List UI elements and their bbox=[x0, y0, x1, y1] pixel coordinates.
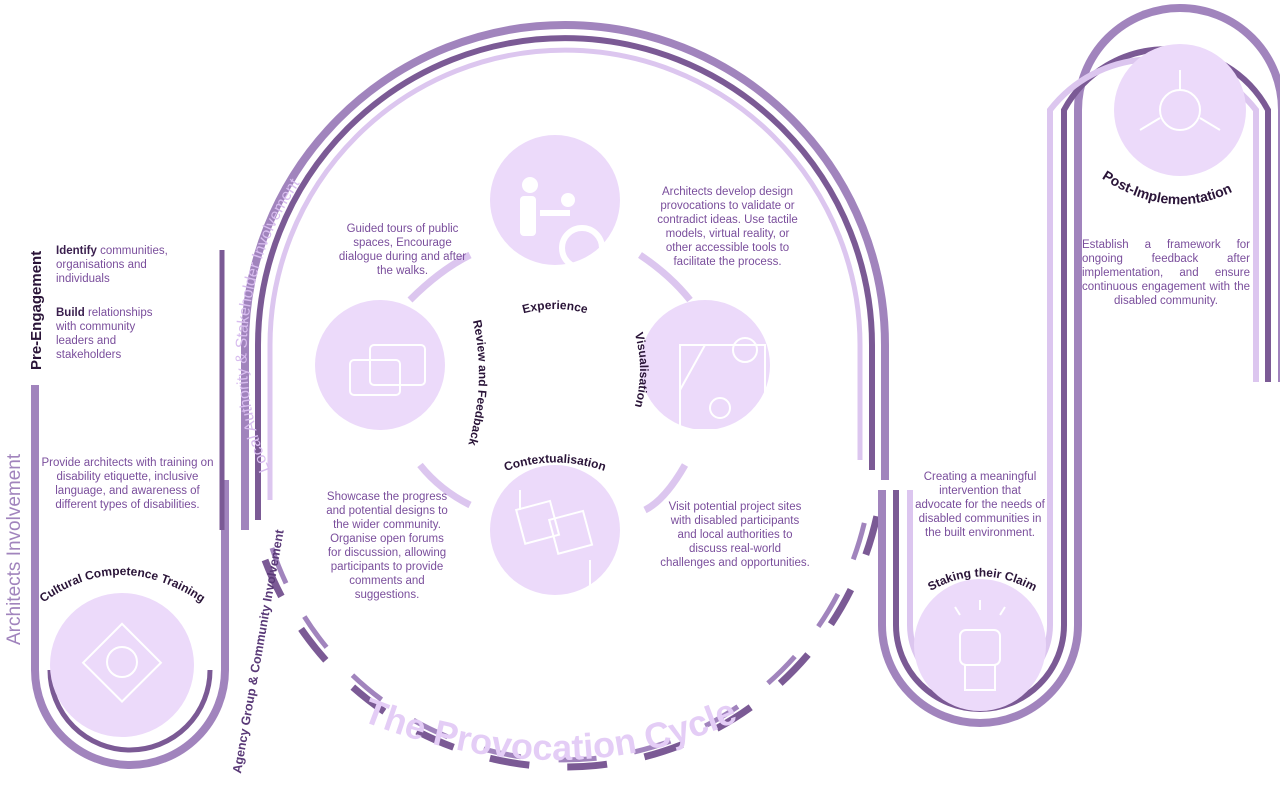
pre-engagement-item: Build relationships with community leade… bbox=[56, 307, 153, 361]
review-heading: Review and Feedback bbox=[465, 319, 490, 448]
hands-together-icon bbox=[1139, 70, 1221, 131]
pre-engagement-heading: Pre-Engagement bbox=[28, 250, 45, 370]
diagram-title: The Provocation Cycle bbox=[358, 690, 741, 768]
wheelchair-assist-icon bbox=[520, 177, 605, 271]
cycle-arrows bbox=[407, 251, 693, 514]
review-description: Showcase the progress and potential desi… bbox=[326, 491, 448, 601]
experience-heading: Experience bbox=[521, 298, 590, 316]
architects-involvement-label: Architects Involvement bbox=[4, 453, 25, 645]
staking-description: Creating a meaningful intervention that … bbox=[915, 471, 1045, 539]
staking-circle bbox=[914, 579, 1046, 711]
post-circle bbox=[1114, 44, 1246, 176]
raised-fist-icon bbox=[954, 600, 1006, 691]
experience-description: Guided tours of public spaces, Encourage… bbox=[338, 223, 467, 277]
visualisation-circle bbox=[640, 300, 770, 430]
post-description: Establish a framework for ongoing feedba… bbox=[1082, 239, 1250, 307]
design-sketch-icon bbox=[679, 337, 766, 431]
puzzle-hands-icon bbox=[514, 490, 594, 590]
cultural-circle bbox=[50, 593, 194, 737]
review-circle bbox=[315, 300, 445, 430]
linked-hands-icon bbox=[81, 622, 163, 704]
speech-bubbles-icon bbox=[349, 344, 426, 396]
contextualisation-description: Visit potential project sites with disab… bbox=[660, 501, 810, 569]
visualisation-heading: Visualisation bbox=[632, 331, 651, 409]
contextualisation-circle bbox=[490, 465, 620, 595]
pre-engagement-item: Identify communities, organisations and … bbox=[56, 245, 168, 285]
cultural-description: Provide architects with training on disa… bbox=[41, 457, 214, 511]
visualisation-description: Architects develop design provocations t… bbox=[657, 186, 798, 268]
